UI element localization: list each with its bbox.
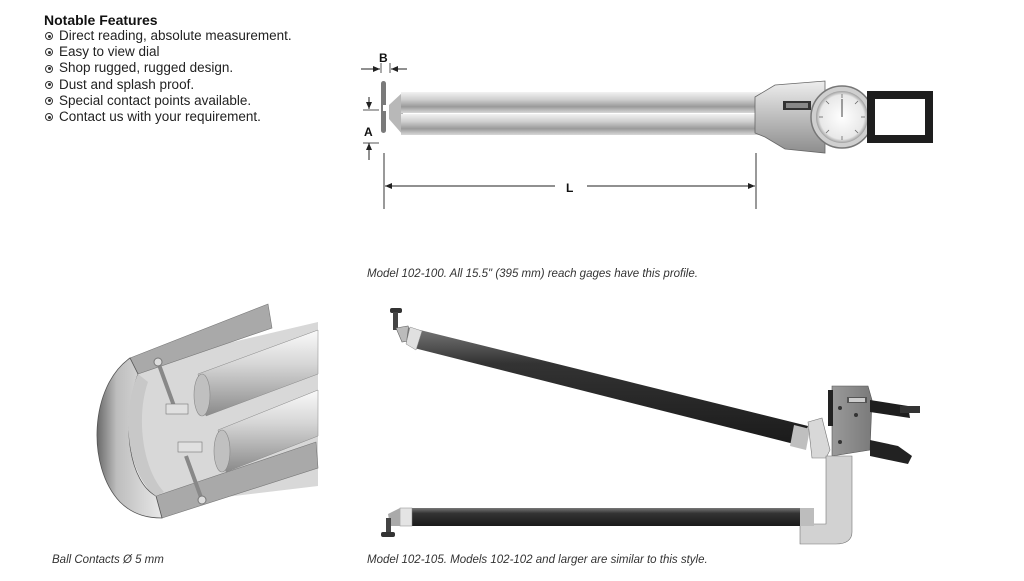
circled-dot-bullet-icon <box>45 32 53 41</box>
circled-dot-bullet-icon <box>45 96 53 105</box>
profile-caption: Model 102-100. All 15.5" (395 mm) reach … <box>367 268 698 280</box>
feature-item: Easy to view dial <box>44 44 292 60</box>
circled-dot-bullet-icon <box>45 113 53 122</box>
dim-label-a: A <box>364 125 373 139</box>
ball-contacts-illustration <box>96 303 319 519</box>
dim-label-b: B <box>379 51 388 65</box>
ball-contacts-caption: Ball Contacts Ø 5 mm <box>52 554 164 566</box>
feature-item: Special contact points available. <box>44 93 292 109</box>
dimension-b: B <box>361 51 407 73</box>
dim-label-l: L <box>566 181 573 195</box>
feature-item: Shop rugged, rugged design. <box>44 60 292 76</box>
feature-item: Dust and splash proof. <box>44 77 292 93</box>
features-list: Direct reading, absolute measurement. Ea… <box>44 28 292 125</box>
gage-profile-diagram: B A L <box>361 51 933 209</box>
circled-dot-bullet-icon <box>45 80 53 89</box>
circled-dot-bullet-icon <box>45 64 53 73</box>
dimension-a: A <box>363 97 379 160</box>
dimension-l: L <box>383 153 757 209</box>
circled-dot-bullet-icon <box>45 48 53 57</box>
notable-features: Notable Features Direct reading, absolut… <box>44 12 292 125</box>
large-gage-illustration <box>381 308 920 545</box>
feature-item: Direct reading, absolute measurement. <box>44 28 292 44</box>
feature-item: Contact us with your requirement. <box>44 109 292 125</box>
features-heading: Notable Features <box>44 12 158 28</box>
large-gage-caption: Model 102-105. Models 102-102 and larger… <box>367 554 708 566</box>
